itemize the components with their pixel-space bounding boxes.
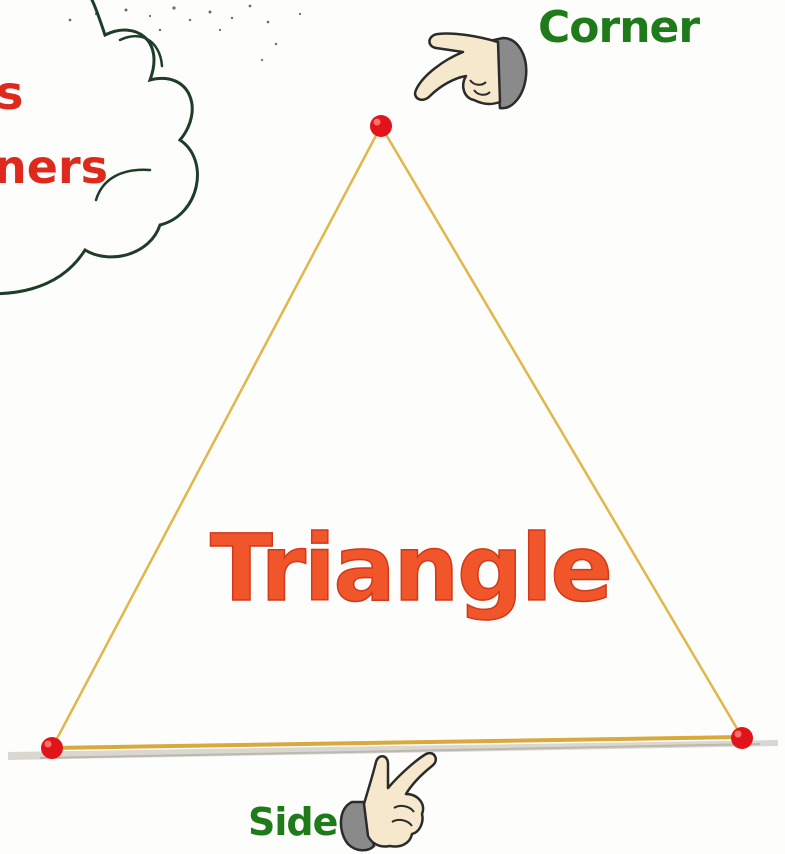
cloud-text: s: [0, 66, 23, 120]
vertex-dot: [731, 727, 753, 749]
side-label: Side: [248, 800, 337, 844]
triangle-shape: [52, 126, 742, 748]
pointing-hand-icon: [341, 753, 436, 850]
cloud-text: ners: [0, 140, 108, 194]
vertex-dot: [41, 737, 63, 759]
thought-cloud-fold: [120, 36, 162, 66]
vertex-dot: [370, 115, 392, 137]
pointing-hand-icon: [415, 33, 526, 108]
shape-title: Triangle: [210, 515, 611, 622]
corner-label: Corner: [538, 2, 699, 53]
